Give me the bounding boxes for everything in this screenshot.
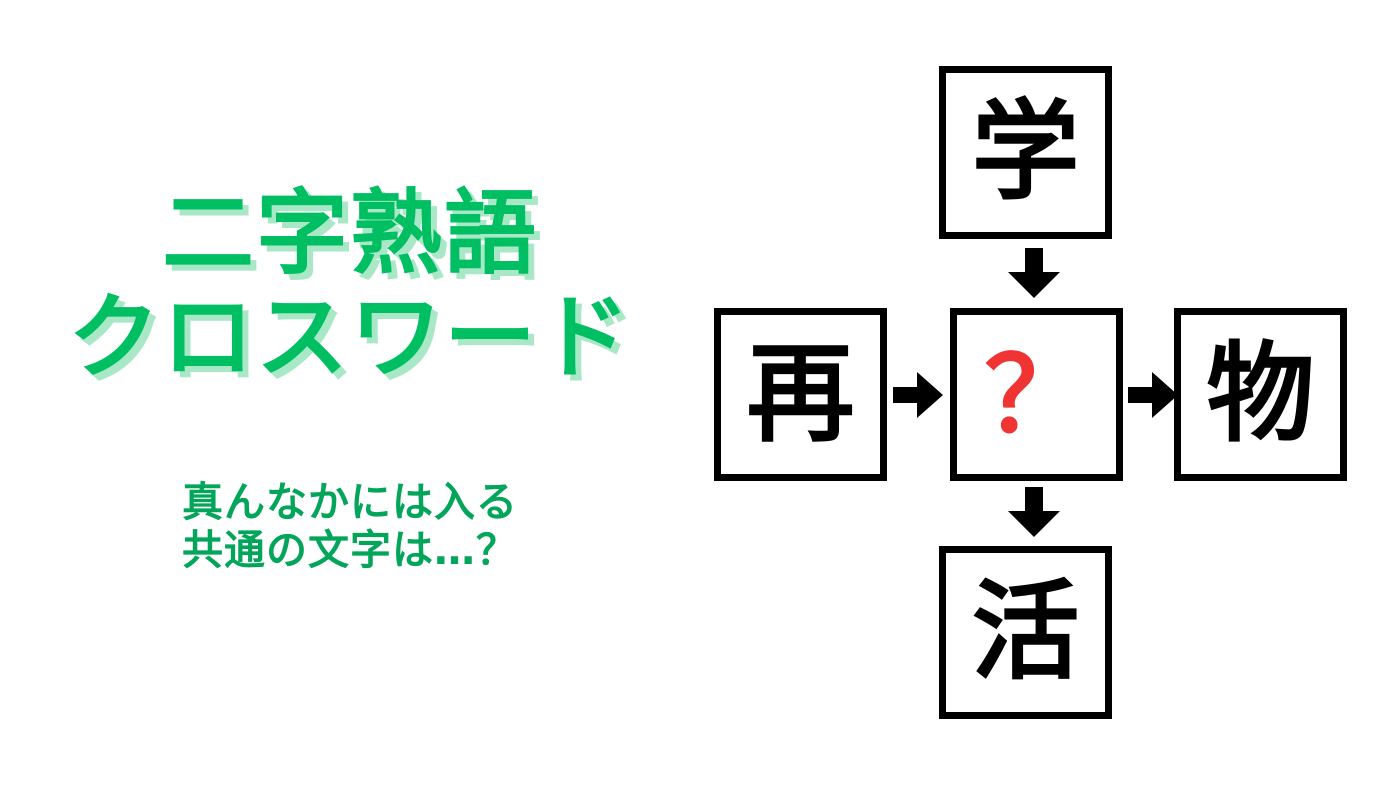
arrow-down-icon-top [1008,248,1060,298]
cell-left-character: 再 [746,331,855,457]
cell-top-character: 学 [971,89,1080,215]
puzzle-cell-center-answer[interactable]: ？ [950,308,1123,481]
arrow-right-icon-left [893,372,943,418]
subtitle-line-2: 共通の文字は…？ [182,526,518,574]
arrow-down-icon-bottom [1008,487,1060,537]
puzzle-cell-left[interactable]: 再 [714,308,887,481]
title-line-2: クロスワード [67,284,632,391]
puzzle-cell-right[interactable]: 物 [1174,308,1347,481]
cell-center-character: ？ [984,333,1089,456]
subtitle-line-1: 真んなかには入る [182,478,518,526]
cell-right-character: 物 [1206,331,1315,457]
page-subtitle: 真んなかには入る 共通の文字は…？ [0,478,700,574]
page-title: 二字熟語 クロスワード [0,182,700,390]
puzzle-cell-top[interactable]: 学 [939,66,1112,239]
puzzle-cell-bottom[interactable]: 活 [939,546,1112,719]
title-line-1: 二字熟語 [161,180,538,287]
arrow-right-icon-right [1128,372,1178,418]
cell-bottom-character: 活 [971,569,1080,695]
